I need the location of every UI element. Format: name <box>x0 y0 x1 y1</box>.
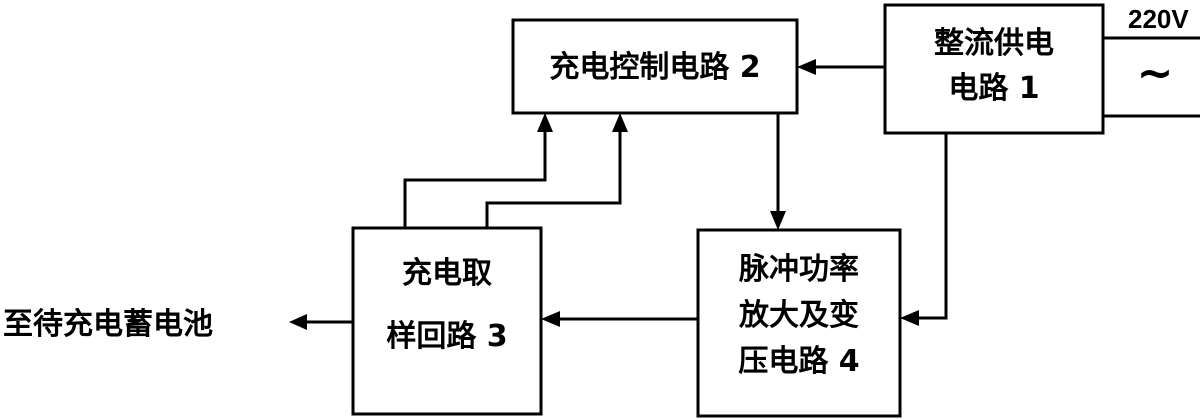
arrow-sampling-to-control-2 <box>485 113 628 228</box>
rectifier-block: 整流供电 电路 1 <box>883 3 1105 135</box>
ac-symbol: ~ <box>1137 48 1174 99</box>
arrowhead-icon <box>612 113 628 132</box>
arrow-sampling-to-battery <box>289 314 353 330</box>
arrow-rectifier-to-control <box>797 59 885 75</box>
rectifier-label-line2: 电路 1 <box>948 71 1039 106</box>
charge-control-label: 充电控制电路 2 <box>549 50 760 85</box>
rectifier-label-line1: 整流供电 <box>934 26 1054 61</box>
charge-control-block: 充电控制电路 2 <box>511 18 799 115</box>
arrow-rectifier-to-pulse <box>900 133 948 326</box>
arrow-control-to-pulse <box>770 113 786 230</box>
input-voltage-label: 220V <box>1128 4 1189 34</box>
sampling-label-line1: 充电取 <box>402 256 492 291</box>
sampling-block: 充电取 样回路 3 <box>351 226 543 416</box>
arrowhead-icon <box>900 310 919 326</box>
ac-input: 220V ~ <box>1103 4 1200 118</box>
sampling-label-line2: 样回路 3 <box>386 319 507 354</box>
arrow-sampling-to-control-1 <box>403 113 553 228</box>
arrowhead-icon <box>541 311 560 327</box>
pulse-amp-block: 脉冲功率 放大及变 压电路 4 <box>696 228 902 418</box>
pulse-amp-label-line2: 放大及变 <box>738 298 859 333</box>
arrowhead-icon <box>537 113 553 132</box>
arrowhead-icon <box>289 314 307 330</box>
pulse-amp-label-line1: 脉冲功率 <box>739 252 859 287</box>
arrowhead-icon <box>770 211 786 230</box>
arrowhead-icon <box>797 59 816 75</box>
arrow-pulse-to-sampling <box>541 311 698 327</box>
output-battery-label: 至待充电蓄电池 <box>3 307 213 342</box>
pulse-amp-label-line3: 压电路 4 <box>738 344 859 379</box>
